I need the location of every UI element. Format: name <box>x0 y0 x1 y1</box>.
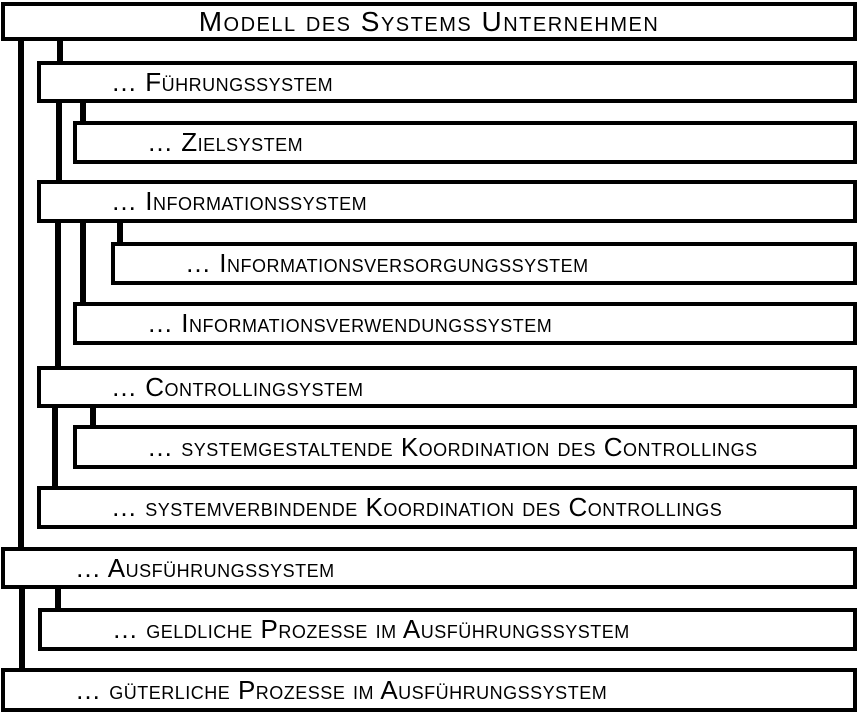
connector-informationssystem-to-informationsversorgungssystem <box>117 220 123 246</box>
box-label: … geldliche Prozesse im Ausführungssyste… <box>112 614 630 644</box>
box-gueterliche-prozesse: … güterliche Prozesse im Ausführungssyst… <box>1 668 857 712</box>
connector-informationssystem-to-controllingsystem <box>55 220 61 370</box>
box-label: … Führungssystem <box>111 66 334 97</box>
box-label: … güterliche Prozesse im Ausführungssyst… <box>75 674 608 705</box>
box-label: … systemgestaltende Koordination des Con… <box>147 431 758 462</box>
connector-fuehrungssystem-to-zielsystem <box>80 100 86 125</box>
box-label: Modell des Systems Unternehmen <box>198 5 660 37</box>
connector-controllingsystem-to-systemgestaltende <box>90 404 96 429</box>
box-modell-des-systems-unternehmen: Modell des Systems Unternehmen <box>1 2 857 41</box>
box-systemgestaltende-koordination: … systemgestaltende Koordination des Con… <box>73 425 857 469</box>
box-informationsversorgungssystem: … Informationsversorgungssystem <box>111 242 857 285</box>
box-label: … Informationsversorgungssystem <box>185 248 589 278</box>
box-label: … Ausführungssystem <box>75 552 335 583</box>
box-controllingsystem: … Controllingsystem <box>37 366 857 408</box>
connector-fuehrungssystem-to-informationssystem <box>56 100 62 184</box>
box-geldliche-prozesse: … geldliche Prozesse im Ausführungssyste… <box>38 608 857 651</box>
box-informationssystem: … Informationssystem <box>37 180 857 223</box>
box-label: … Informationssystem <box>111 186 368 216</box>
connector-ausfuehrungssystem-to-geldliche-prozesse <box>55 586 61 612</box>
box-label: … Informationsverwendungssystem <box>147 308 553 338</box>
box-label: … Zielsystem <box>147 127 304 157</box>
box-zielsystem: … Zielsystem <box>73 121 857 164</box>
box-label: … Controllingsystem <box>111 371 364 402</box>
connector-informationssystem-to-informationsverwendungssystem <box>80 220 86 306</box>
box-informationsverwendungssystem: … Informationsverwendungssystem <box>73 302 857 345</box>
box-label: … systemverbindende Koordination des Con… <box>111 492 723 522</box>
box-ausfuehrungssystem: … Ausführungssystem <box>1 547 857 589</box>
connector-modell-to-fuehrungssystem <box>57 39 63 65</box>
connector-controllingsystem-to-systemverbindende <box>52 404 58 490</box>
box-systemverbindende-koordination: … systemverbindende Koordination des Con… <box>37 486 857 529</box>
connector-ausfuehrungssystem-to-gueterliche-prozesse <box>19 586 25 672</box>
box-fuehrungssystem: … Führungssystem <box>37 61 857 103</box>
connector-modell-to-ausfuehrungssystem <box>18 39 24 551</box>
